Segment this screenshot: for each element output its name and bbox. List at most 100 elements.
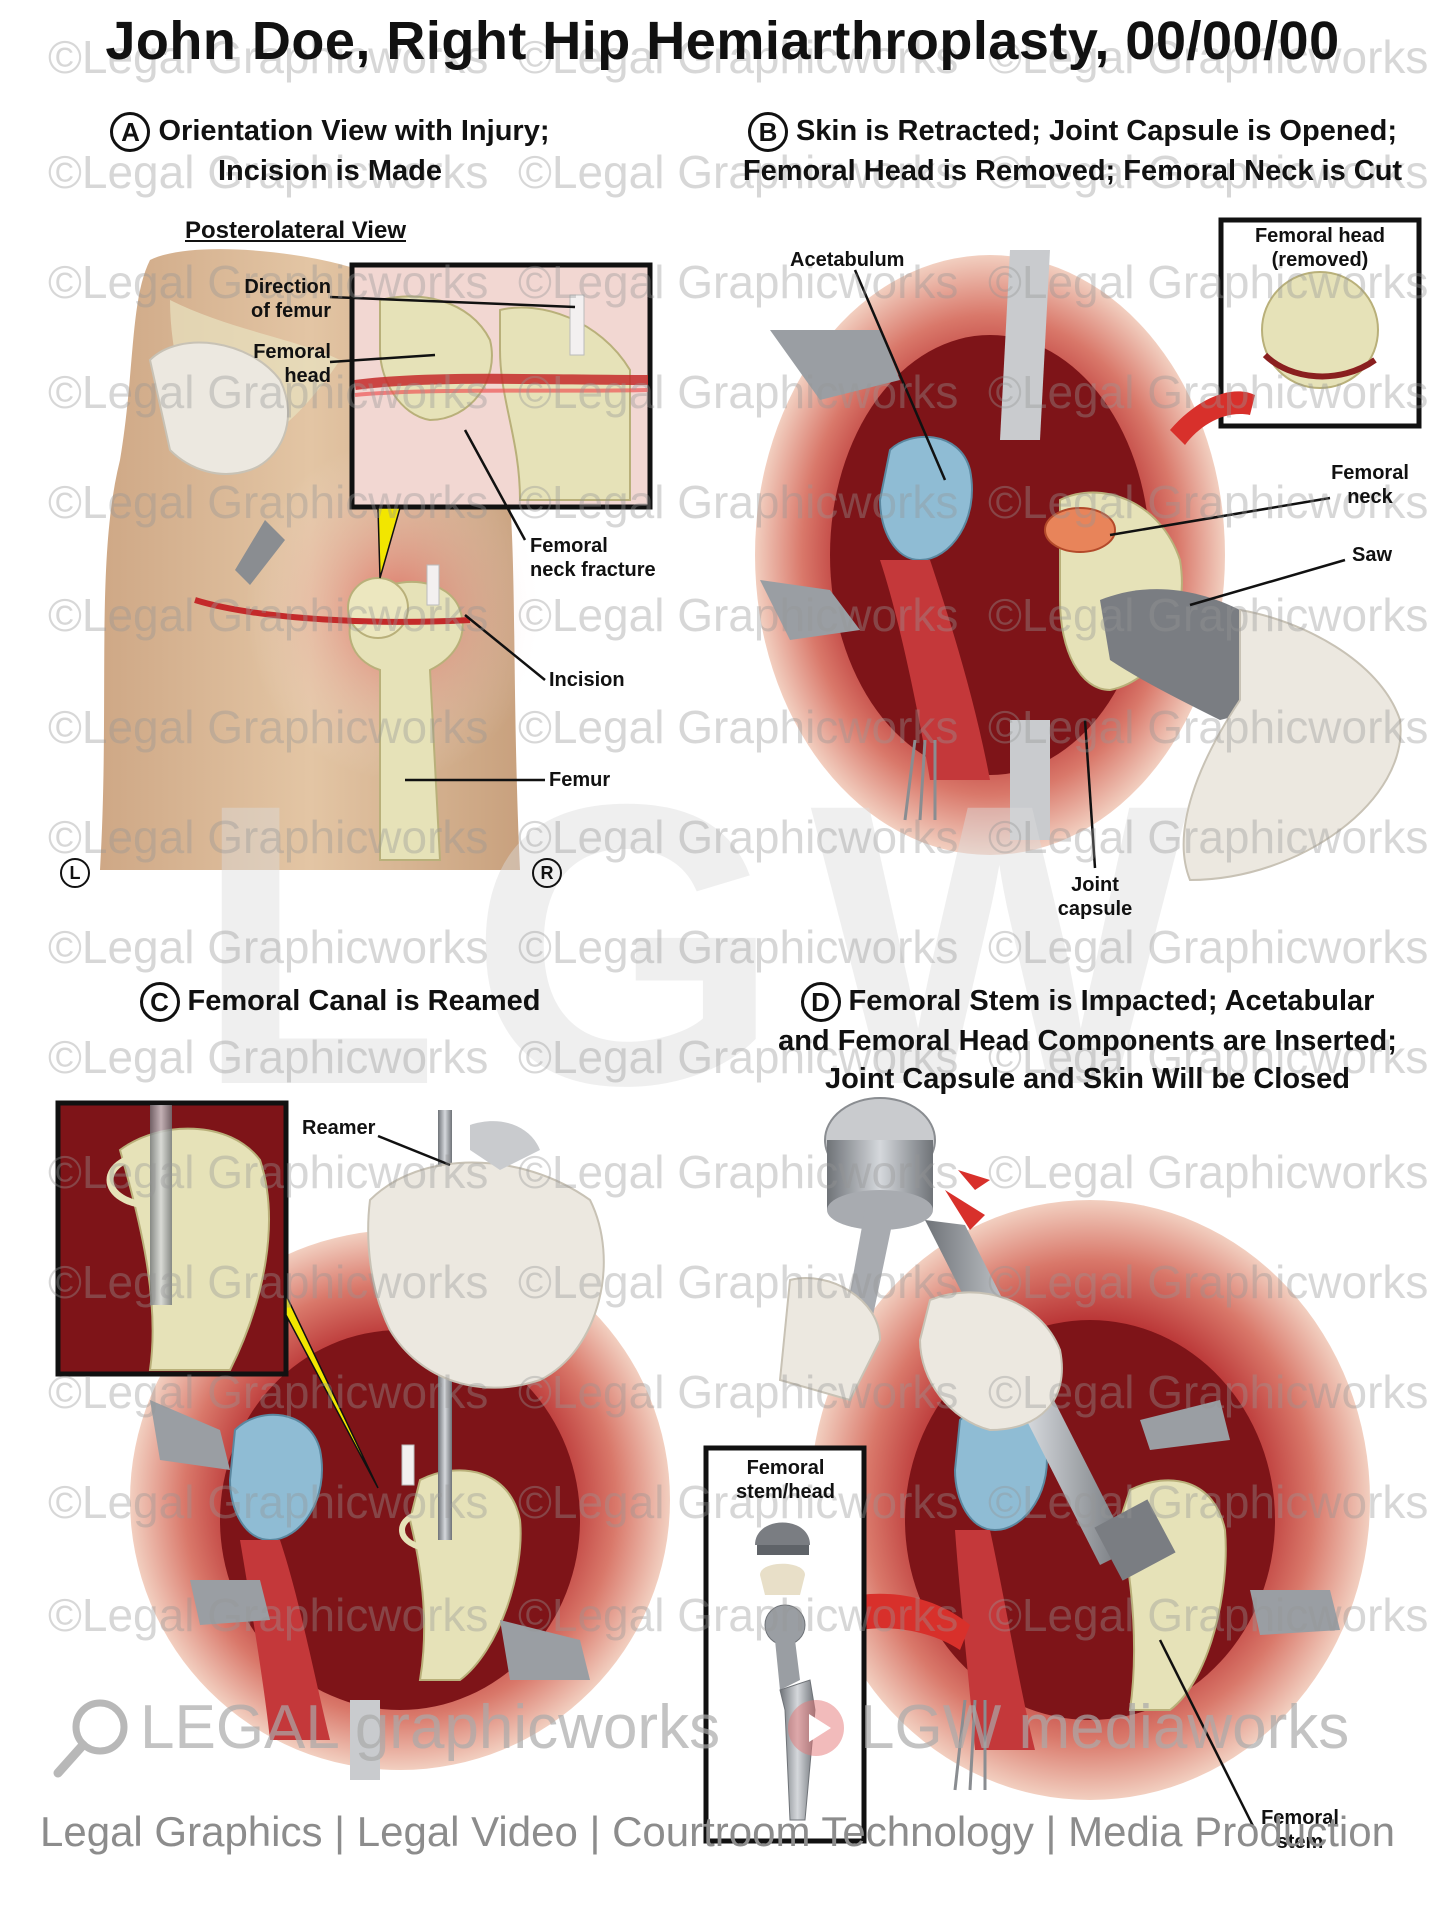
watermark-text: ©Legal Graphicworks: [48, 701, 489, 753]
panel-b-title-line1: Skin is Retracted; Joint Capsule is Open…: [795, 115, 1398, 147]
label-femoral-stem: Femoral stem: [1250, 1806, 1350, 1854]
label-line: Direction: [244, 276, 331, 298]
watermark-text: ©Legal Graphicworks: [48, 256, 489, 308]
panel-c-letter: C: [139, 982, 180, 1023]
watermark-text: ©Legal Graphicworks: [48, 31, 489, 83]
watermark-text: ©Legal Graphicworks: [988, 1589, 1429, 1641]
label-line: head: [284, 365, 331, 387]
magnifier-icon: [50, 1695, 128, 1778]
watermark-text: ©Legal Graphicworks: [988, 1031, 1429, 1083]
label-saw: Saw: [1352, 544, 1393, 566]
watermark-text: ©Legal Graphicworks: [48, 1366, 489, 1418]
label-direction-of-femur: Direction of femur: [236, 275, 331, 323]
watermark-text: ©Legal Graphicworks: [48, 476, 489, 528]
watermark-text: ©Legal Graphicworks: [48, 1146, 489, 1198]
watermark-text: ©Legal Graphicworks: [518, 921, 959, 973]
watermark-text: ©Legal Graphicworks: [518, 811, 959, 863]
footer-tagline: Legal Graphics | Legal Video | Courtroom…: [40, 1808, 1395, 1855]
label-line: Femoral: [746, 1457, 825, 1479]
panel-a-title-line1: Orientation View with Injury;: [158, 115, 550, 147]
watermark-text: ©Legal Graphicworks: [518, 366, 959, 418]
label-joint-capsule: Joint capsule: [1050, 873, 1140, 921]
panel-d-illustration: [703, 1097, 1370, 1844]
panel-a-subtitle: Posterolateral View: [185, 217, 406, 244]
label-femoral-head: Femoral head: [236, 340, 331, 388]
panel-c-title-line1: Femoral Canal is Reamed: [187, 985, 541, 1017]
label-line: stem/head: [736, 1481, 835, 1503]
watermark-text: ©Legal Graphicworks: [518, 701, 959, 753]
watermark-text: ©Legal Graphicworks: [518, 1031, 959, 1083]
label-line: capsule: [1057, 898, 1133, 920]
watermark-text: ©Legal Graphicworks: [518, 1146, 959, 1198]
label-femoral-neck: Femoral neck: [1320, 461, 1420, 509]
watermark-text: ©Legal Graphicworks: [518, 256, 959, 308]
watermark-text: ©Legal Graphicworks: [988, 921, 1429, 973]
panel-d-title-line3: Joint Capsule and Skin Will be Closed: [824, 1063, 1351, 1096]
watermark-text: ©Legal Graphicworks: [518, 31, 959, 83]
label-acetabulum: Acetabulum: [790, 249, 905, 271]
watermark-text: ©Legal Graphicworks: [988, 1256, 1429, 1308]
footer-logo-lgw-mediaworks: LGW mediaworks: [860, 1693, 1350, 1762]
watermark-text: ©Legal Graphicworks: [518, 1589, 959, 1641]
label-reamer: Reamer: [302, 1117, 376, 1139]
label-line: neck: [1347, 486, 1393, 508]
watermark-text: ©Legal Graphicworks: [48, 1031, 489, 1083]
watermark-text: ©Legal Graphicworks: [48, 366, 489, 418]
watermark-text: ©Legal Graphicworks: [988, 366, 1429, 418]
panel-d-title-line1: Femoral Stem is Impacted; Acetabular: [848, 985, 1375, 1017]
watermark-text: ©Legal Graphicworks: [48, 1476, 489, 1528]
label-line: Femoral: [1261, 1807, 1339, 1829]
big-watermark: LGW: [195, 721, 1219, 1168]
panel-b-title-line2: Femoral Head is Removed; Femoral Neck is…: [742, 155, 1403, 188]
label-line: Femoral: [253, 341, 331, 363]
watermark-text: ©Legal Graphicworks: [518, 1476, 959, 1528]
panel-a-letter: A: [110, 112, 151, 153]
watermark-text: ©Legal Graphicworks: [48, 921, 489, 973]
panel-d-letter: D: [800, 982, 841, 1023]
panel-b-letter: B: [747, 112, 788, 153]
label-femoral-stem-head: Femoral stem/head: [708, 1456, 863, 1504]
watermark-text: ©Legal Graphicworks: [518, 1256, 959, 1308]
watermark-text: ©Legal Graphicworks: [988, 811, 1429, 863]
label-line: neck fracture: [530, 559, 656, 581]
watermark-text: ©Legal Graphicworks: [988, 589, 1429, 641]
panel-a-illustration: [100, 249, 653, 871]
watermark-text: ©Legal Graphicworks: [988, 476, 1429, 528]
watermark-text: ©Legal Graphicworks: [988, 1366, 1429, 1418]
watermark-text: ©Legal Graphicworks: [48, 589, 489, 641]
panel-c-illustration: [55, 1100, 670, 1780]
watermark-text: ©Legal Graphicworks: [48, 146, 489, 198]
watermark-text: ©Legal Graphicworks: [48, 1589, 489, 1641]
leader-lines: [329, 269, 1346, 1831]
label-femoral-neck-fracture: Femoral neck fracture: [530, 534, 656, 582]
right-side-marker: R: [532, 858, 562, 888]
panel-a-title-line2: Incision is Made: [218, 155, 442, 188]
footer-logo-legal-graphicworks: LEGAL graphicworks: [140, 1693, 721, 1762]
label-line: of femur: [251, 300, 331, 322]
page-title: John Doe, Right Hip Hemiarthroplasty, 00…: [105, 11, 1340, 71]
play-icon: [788, 1700, 844, 1756]
watermark-text: ©Legal Graphicworks: [518, 146, 959, 198]
label-line: Femoral: [530, 535, 608, 557]
watermark-text: ©Legal Graphicworks: [518, 1366, 959, 1418]
watermark-text: ©Legal Graphicworks: [988, 31, 1429, 83]
label-femoral-head-removed: Femoral head (removed): [1224, 224, 1416, 272]
watermark-text: ©Legal Graphicworks: [988, 1476, 1429, 1528]
panel-d-title-line2: and Femoral Head Components are Inserted…: [778, 1025, 1397, 1058]
watermark-text: ©Legal Graphicworks: [988, 701, 1429, 753]
label-femur: Femur: [549, 769, 611, 791]
label-incision: Incision: [549, 669, 625, 691]
watermark-text: ©Legal Graphicworks: [988, 1146, 1429, 1198]
label-line: Femoral: [1331, 462, 1409, 484]
watermark-text: ©Legal Graphicworks: [988, 256, 1429, 308]
watermark-text: ©Legal Graphicworks: [48, 811, 489, 863]
watermark-text: ©Legal Graphicworks: [988, 146, 1429, 198]
label-line: Femoral head: [1254, 225, 1386, 247]
label-line: (removed): [1271, 249, 1369, 271]
label-line: Joint: [1071, 874, 1119, 896]
